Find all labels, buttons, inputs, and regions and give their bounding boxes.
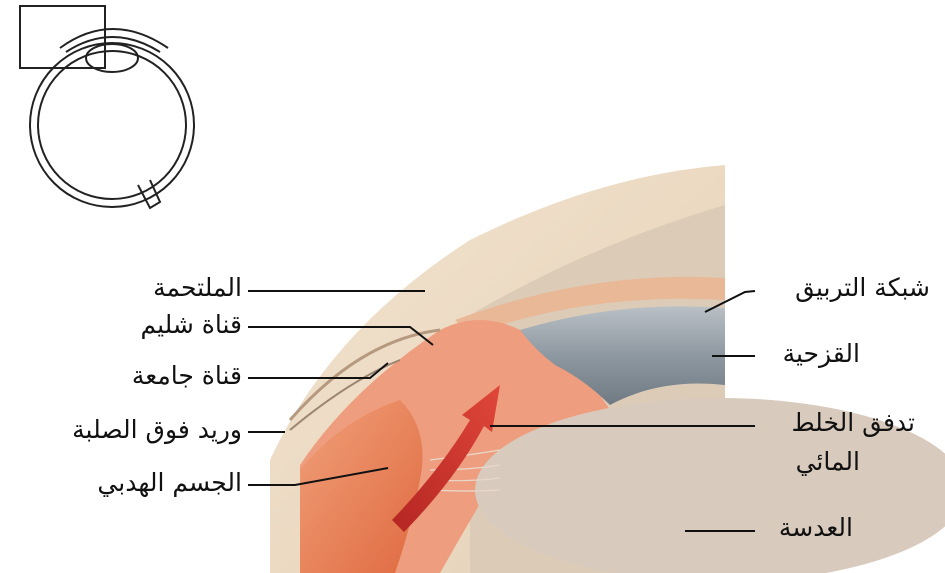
label-iris: القزحية bbox=[782, 339, 860, 368]
aqueous-flow-arrow bbox=[392, 385, 500, 532]
ciliary-muscle bbox=[300, 400, 423, 573]
label-episcleral-vein: وريد فوق الصلبة bbox=[72, 415, 242, 444]
leader-lines bbox=[248, 290, 756, 532]
inset-zoom-box bbox=[19, 5, 106, 69]
label-schlemm-canal: قناة شليم bbox=[140, 310, 242, 339]
label-collector-channel: قناة جامعة bbox=[131, 361, 242, 390]
iris-shape bbox=[520, 306, 725, 405]
lens-shape bbox=[475, 398, 945, 573]
label-aqueous-flow-1: تدفق الخلط bbox=[791, 408, 915, 437]
label-ciliary-body: الجسم الهدبي bbox=[97, 468, 242, 497]
whole-eye-inset bbox=[19, 5, 195, 210]
label-aqueous-flow-2: المائي bbox=[795, 447, 860, 476]
cross-section bbox=[270, 165, 945, 573]
label-trabecular-meshwork: شبكة التربيق bbox=[795, 273, 930, 302]
label-conjunctiva: الملتحمة bbox=[153, 273, 242, 302]
trabecular-band bbox=[455, 276, 725, 335]
label-lens: العدسة bbox=[778, 513, 853, 542]
